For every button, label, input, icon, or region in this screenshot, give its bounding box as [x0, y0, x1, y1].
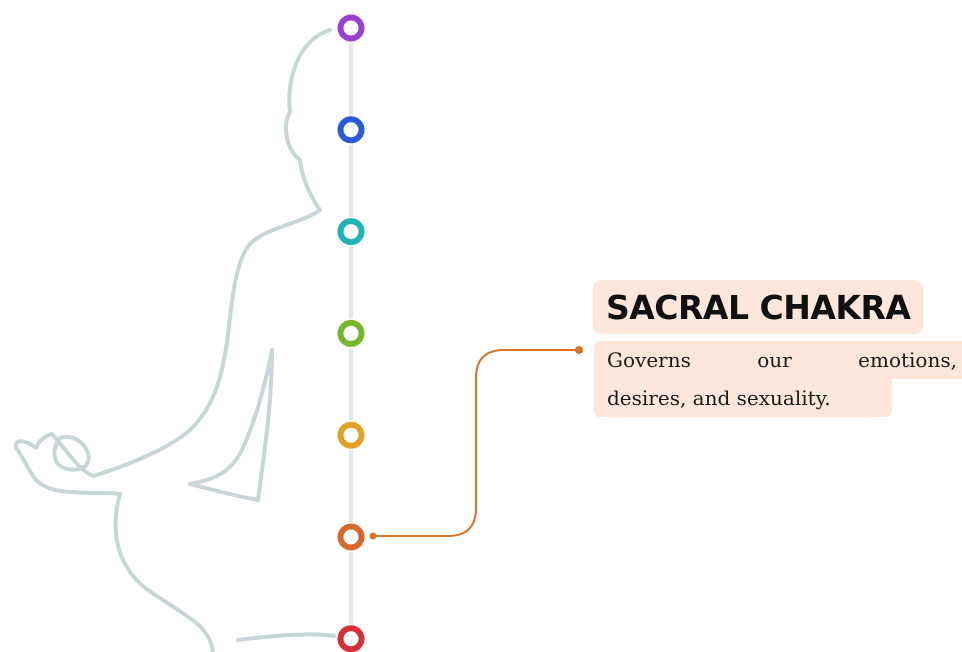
callout-connector: [373, 350, 579, 536]
chakra-dot-center: [346, 227, 356, 237]
chakra-dot-sacral[interactable]: [336, 522, 366, 552]
base-outline: [238, 634, 334, 640]
chakra-dot-root[interactable]: [336, 624, 366, 652]
chakra-dot-center: [346, 125, 356, 135]
chakra-dot-heart[interactable]: [336, 318, 366, 348]
chakra-dot-center: [346, 328, 356, 338]
chakra-dot-throat[interactable]: [336, 217, 366, 247]
chakra-dot-third-eye[interactable]: [336, 115, 366, 145]
description-word: our: [757, 341, 791, 379]
description-line-2-text: desires, and sexuality.: [607, 379, 831, 417]
chakra-dot-crown[interactable]: [336, 13, 366, 43]
description-line-1-text: Governs our emotions,: [607, 341, 957, 379]
connector-start-dot: [370, 533, 377, 540]
chakra-dot-center: [346, 23, 356, 33]
description-word: Governs: [607, 341, 691, 379]
chakra-title-text: SACRAL CHAKRA: [606, 288, 910, 327]
meditating-figure-outline: [16, 30, 330, 652]
description-word: emotions,: [858, 341, 957, 379]
hand-mudra-outline: [54, 437, 88, 470]
chakra-dot-center: [346, 532, 356, 542]
chakra-description: Governs our emotions, desires, and sexua…: [594, 338, 962, 420]
connector-end-dot: [575, 346, 583, 354]
chakra-title: SACRAL CHAKRA: [593, 280, 923, 334]
chakra-dot-center: [346, 430, 356, 440]
description-line-1: Governs our emotions,: [594, 341, 962, 379]
knee-outline: [190, 350, 272, 500]
chakra-dot-center: [346, 634, 356, 644]
chakra-dot-solar-plexus[interactable]: [336, 420, 366, 450]
description-line-2: desires, and sexuality.: [594, 379, 892, 417]
